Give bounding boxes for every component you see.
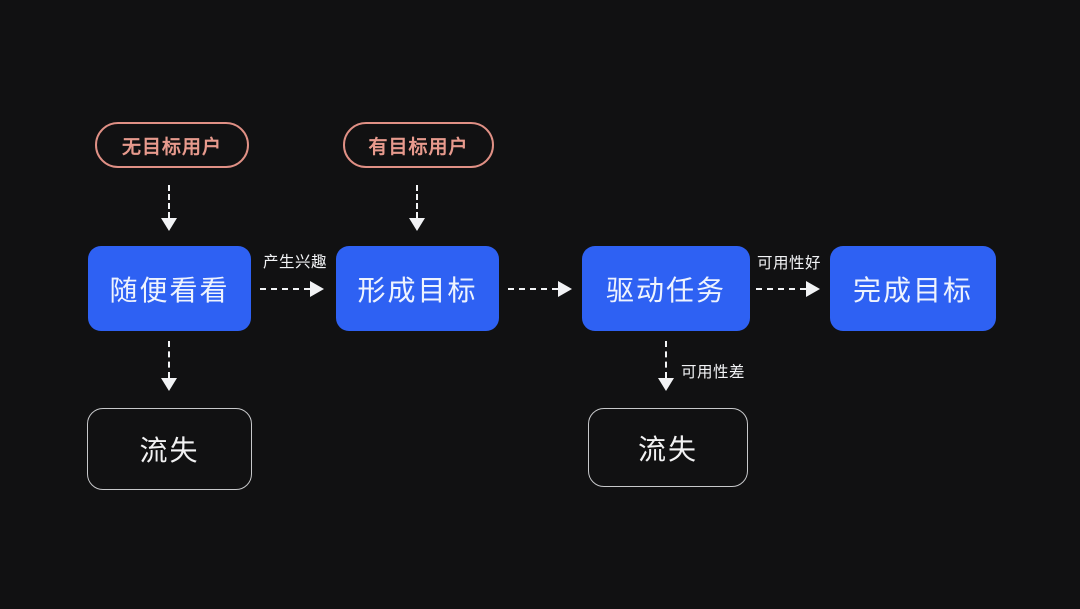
node-form-goal: 形成目标 xyxy=(336,246,499,331)
node-browse-casually-label: 随便看看 xyxy=(109,274,230,306)
arrow-right-browse-to-form xyxy=(260,281,324,297)
node-browse-casually: 随便看看 xyxy=(88,246,251,331)
node-churn-right: 流失 xyxy=(588,408,748,487)
arrowhead-down-icon xyxy=(161,378,177,391)
arrowhead-right-icon xyxy=(558,281,572,297)
node-churn-right-label: 流失 xyxy=(637,433,698,465)
arrowhead-right-icon xyxy=(806,281,820,297)
arrowhead-right-icon xyxy=(310,281,324,297)
arrow-down-drive-to-churn xyxy=(657,341,675,391)
node-drive-task: 驱动任务 xyxy=(582,246,750,331)
arrowhead-down-icon xyxy=(161,218,177,231)
dashed-line xyxy=(665,341,667,378)
edge-label-usability-good: 可用性好 xyxy=(756,255,821,272)
dashed-line xyxy=(168,185,170,218)
node-no-goal-user: 无目标用户 xyxy=(95,122,249,168)
arrow-right-drive-to-complete xyxy=(756,281,820,297)
arrow-down-no-goal-to-browse xyxy=(160,185,178,231)
node-goal-user-label: 有目标用户 xyxy=(368,136,469,158)
node-churn-left: 流失 xyxy=(87,408,252,490)
node-drive-task-label: 驱动任务 xyxy=(605,274,726,306)
edge-label-generate-interest: 产生兴趣 xyxy=(262,254,327,271)
arrow-down-goal-to-form xyxy=(408,185,426,231)
arrow-down-browse-to-churn xyxy=(160,341,178,391)
dashed-line xyxy=(168,341,170,378)
dashed-line xyxy=(756,288,806,290)
dashed-line xyxy=(416,185,418,218)
node-churn-left-label: 流失 xyxy=(139,435,200,466)
node-complete-goal: 完成目标 xyxy=(830,246,996,331)
arrowhead-down-icon xyxy=(658,378,674,391)
node-no-goal-user-label: 无目标用户 xyxy=(121,136,222,158)
arrow-right-form-to-drive xyxy=(508,281,572,297)
node-form-goal-label: 形成目标 xyxy=(357,274,478,306)
node-goal-user: 有目标用户 xyxy=(343,122,494,168)
arrowhead-down-icon xyxy=(409,218,425,231)
dashed-line xyxy=(508,288,558,290)
edge-label-usability-bad: 可用性差 xyxy=(681,364,746,381)
dashed-line xyxy=(260,288,310,290)
node-complete-goal-label: 完成目标 xyxy=(852,274,973,306)
